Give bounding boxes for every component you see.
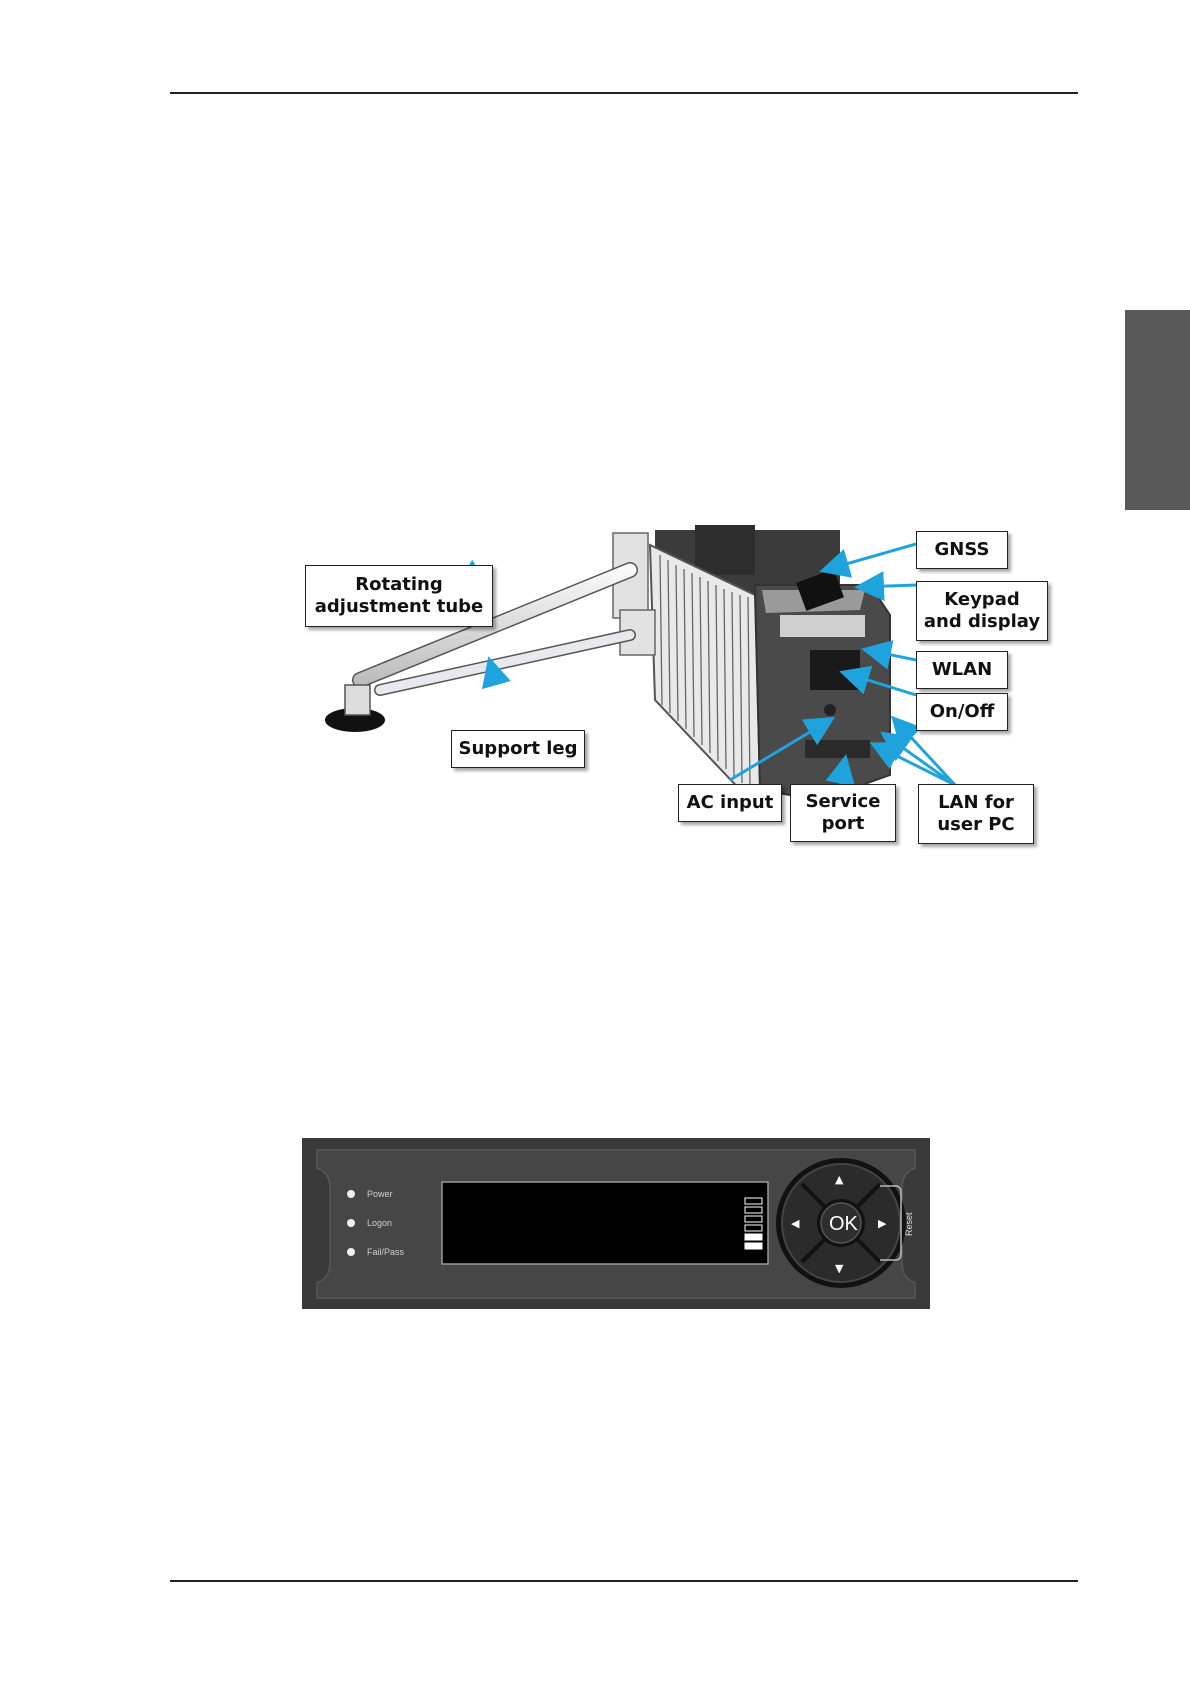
lan-user-pc-label: LAN for user PC [918,784,1034,844]
wlan-label: WLAN [916,651,1008,689]
onoff-label: On/Off [916,693,1008,731]
right-arrow-button[interactable]: ▶ [878,1217,887,1230]
gnss-label: GNSS [916,531,1008,569]
support-leg-label: Support leg [451,730,585,768]
ok-button-label: OK [829,1213,859,1235]
header-rule [170,92,1078,94]
fail-pass-led [347,1248,355,1256]
footer-rule [170,1580,1078,1582]
fail-pass-led-label: Fail/Pass [367,1247,405,1257]
left-arrow-button[interactable]: ◀ [791,1217,800,1230]
lcd-display [442,1182,768,1264]
keypad-display-label: Keypad and display [916,581,1048,641]
logon-led-label: Logon [367,1218,392,1228]
rotating-tube-label: Rotating adjustment tube [305,565,493,627]
down-arrow-button[interactable]: ▼ [835,1262,844,1275]
power-led-label: Power [367,1189,393,1199]
ac-input-label: AC input [678,784,782,822]
service-port-label: Service port [790,784,896,842]
chapter-tab [1125,310,1190,510]
reset-label: Reset [904,1212,914,1236]
keypad-display-figure: Power Logon Fail/Pass OK ▲ ▼ ◀ ▶ Reset [302,1138,930,1309]
power-led [347,1190,355,1198]
logon-led [347,1219,355,1227]
up-arrow-button[interactable]: ▲ [835,1173,844,1186]
